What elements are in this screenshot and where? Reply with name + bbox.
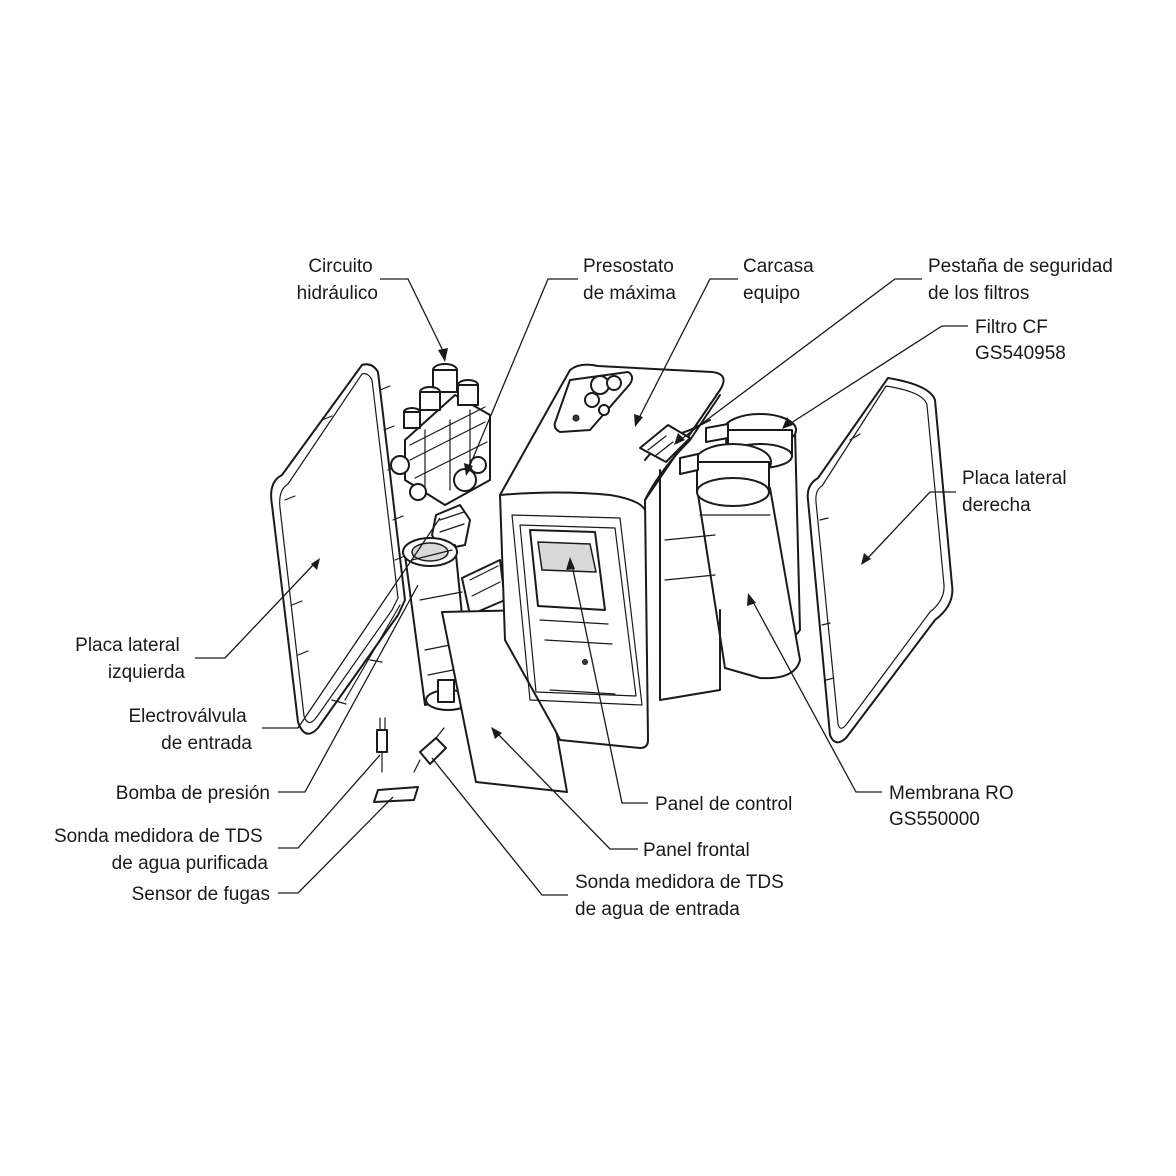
arrow-filtro [782, 417, 793, 429]
leader-carcasa [637, 278, 738, 421]
control-panel [529, 529, 616, 695]
leader-sonda-ent [431, 757, 568, 896]
label-sonda-purificada: Sonda medidora de TDS de agua purificada [54, 826, 268, 874]
label-panel-control: Panel de control [655, 794, 792, 815]
label-bomba: Bomba de presión [116, 783, 270, 804]
ro-membrane [679, 443, 801, 680]
arrow-panel-frontal [491, 727, 502, 739]
leader-pestana [679, 278, 922, 441]
left-side-plate [270, 363, 406, 735]
leak-sensor [373, 786, 419, 803]
leader-panel-control [571, 564, 648, 804]
leader-membrana [751, 599, 882, 793]
label-presostato: Presostato de máxima [583, 256, 679, 304]
leader-circuito [380, 278, 446, 356]
arrow-pestana [674, 433, 685, 445]
arrow-placa-izq [311, 558, 320, 570]
leader-filtro [787, 325, 968, 426]
arrow-membrana [747, 593, 756, 606]
tds-probe-inlet [413, 727, 447, 773]
leader-placa-der [865, 491, 956, 561]
label-carcasa: Carcasa equipo [743, 256, 819, 304]
right-side-plate [806, 377, 954, 744]
label-placa-izquierda: Placa lateral izquierda [75, 635, 185, 683]
appliance-drawing [270, 363, 954, 803]
tds-probe-purified [376, 717, 388, 773]
label-sonda-entrada: Sonda medidora de TDS de agua de entrada [575, 872, 789, 920]
leader-sonda-pur [278, 754, 381, 849]
leader-bomba [278, 584, 419, 793]
leader-placa-izq [195, 562, 316, 659]
hydraulic-circuit [390, 363, 491, 506]
label-sensor-fugas: Sensor de fugas [132, 884, 270, 905]
label-circuito-hidraulico: Circuito hidráulico [297, 256, 378, 304]
arrow-circuito [438, 348, 448, 362]
arrow-carcasa [634, 414, 643, 427]
leader-presostato [467, 278, 578, 471]
leak-sensor-cable [344, 604, 401, 701]
label-pestana: Pestaña de seguridad de los filtros [928, 256, 1118, 304]
leader-panel-frontal [495, 731, 638, 850]
labels: Circuito hidráulico Presostato de máxima… [54, 256, 1118, 920]
leader-lines [195, 278, 968, 896]
label-panel-frontal: Panel frontal [643, 840, 750, 861]
arrow-panel-control [566, 557, 575, 570]
label-filtro-cf: Filtro CF GS540958 [975, 317, 1066, 364]
filter-safety-tab [639, 419, 721, 701]
label-electrovalvula: Electroválvula de entrada [128, 706, 252, 754]
label-placa-derecha: Placa lateral derecha [962, 468, 1072, 516]
arrow-placa-der [861, 553, 871, 565]
label-membrana-ro: Membrana RO GS550000 [889, 783, 1019, 830]
arrow-presostato [464, 463, 473, 476]
leader-electrovalvula [262, 517, 441, 729]
leader-sensor [278, 796, 394, 894]
